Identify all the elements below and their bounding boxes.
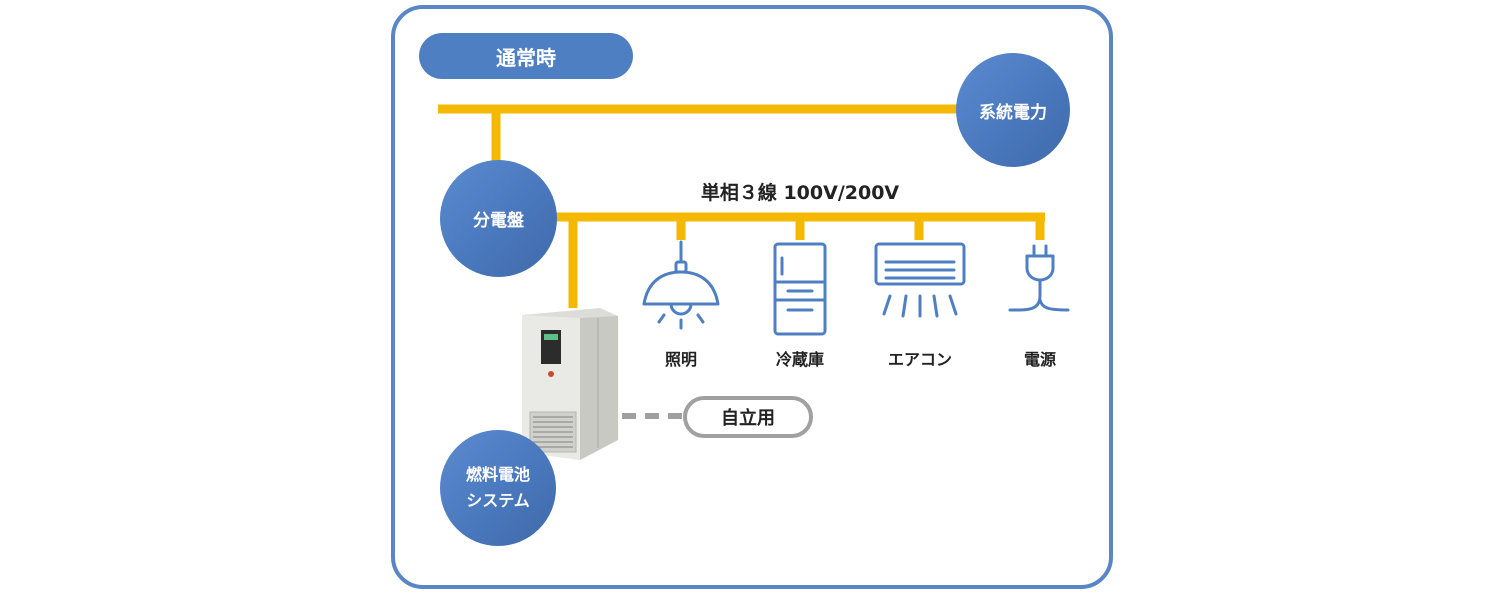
fuel-cell-label-line2: システム <box>466 491 530 510</box>
power-plug-icon <box>1008 244 1070 312</box>
mode-badge: 通常時 <box>419 33 633 79</box>
appliance-label-refrigerator: 冷蔵庫 <box>775 350 824 369</box>
appliance-label-power: 電源 <box>1023 350 1056 369</box>
fuel-cell-unit-image <box>522 308 618 460</box>
grid-power-node: 系統電力 <box>956 53 1070 167</box>
appliance-label-aircon: エアコン <box>887 350 952 369</box>
line-spec-label: 単相３線 100V/200V <box>700 182 900 204</box>
distribution-panel-node: 分電盤 <box>440 160 557 277</box>
air-conditioner-icon <box>874 242 966 318</box>
fuel-cell-system-node: 燃料電池 システム <box>440 430 556 546</box>
fuel-cell-label-line1: 燃料電池 <box>465 465 530 484</box>
appliance-label-lighting: 照明 <box>664 350 697 369</box>
pendant-lamp-icon <box>642 240 720 330</box>
grid-power-label: 系統電力 <box>979 102 1047 123</box>
distribution-panel-label: 分電盤 <box>473 211 524 231</box>
self-sustaining-badge: 自立用 <box>683 396 813 438</box>
refrigerator-icon <box>773 242 827 336</box>
